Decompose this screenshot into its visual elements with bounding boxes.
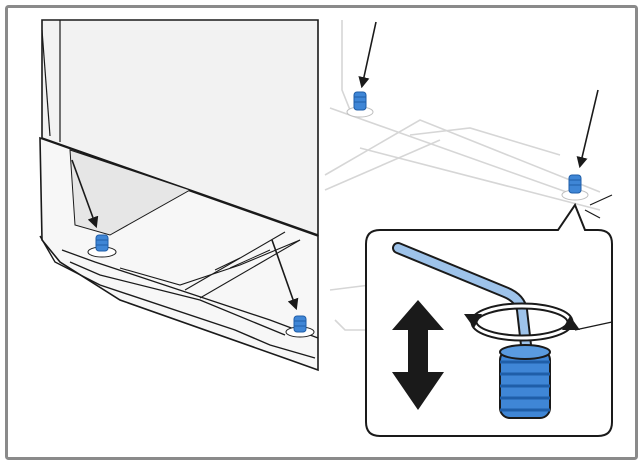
pointer-arrows xyxy=(71,21,599,311)
adjustable-foot-icon xyxy=(499,344,551,419)
appliance-door-panel xyxy=(41,19,319,237)
up-down-arrow-icon xyxy=(392,300,444,410)
appliance-body xyxy=(39,19,319,372)
base-recess-shadow xyxy=(69,149,192,236)
arrow-to-rear-left-foot xyxy=(358,21,377,89)
adjustable-foot-front-left xyxy=(87,234,117,258)
arrow-to-front-left-foot xyxy=(71,159,99,229)
arrow-to-front-right-foot xyxy=(271,239,299,311)
adjustable-foot-rear-left xyxy=(346,91,374,118)
detail-callout xyxy=(365,194,613,437)
arrow-to-rear-right-foot xyxy=(576,89,599,169)
rotate-arrow-icon xyxy=(464,302,580,342)
adjustable-foot-rear-right xyxy=(561,174,589,201)
adjustable-foot-front-right xyxy=(285,315,315,338)
background-cabinet-outline xyxy=(324,20,601,331)
